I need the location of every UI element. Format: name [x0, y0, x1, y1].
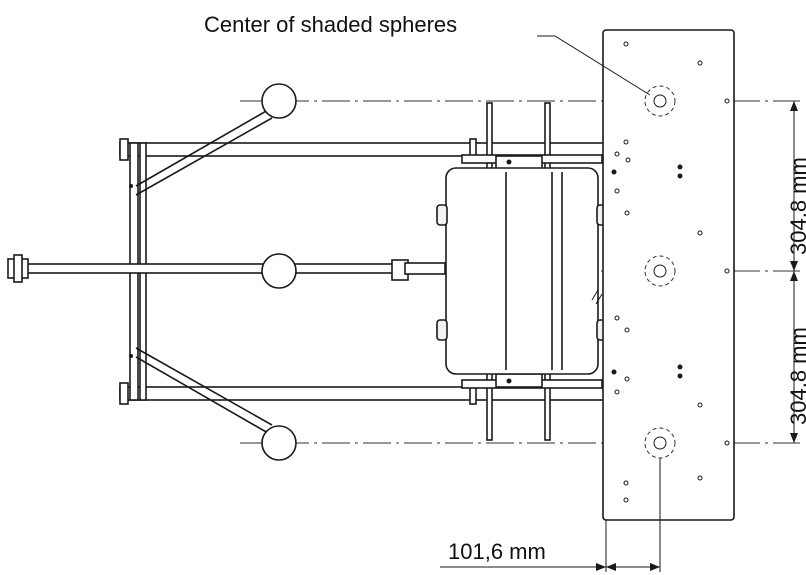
vertical-dimension — [790, 101, 798, 443]
mounting-plate — [602, 29, 735, 521]
sphere-center-callout: Center of shaded spheres — [204, 12, 457, 37]
carriage-block — [436, 167, 607, 375]
sphere-center-leader — [537, 35, 651, 96]
plate-holes — [611, 41, 730, 503]
dimension-horizontal-label: 101,6 mm — [448, 539, 546, 564]
dimension-lower-label: 304,8 mm — [786, 327, 806, 425]
horizontal-dimension — [440, 458, 661, 572]
dimension-upper-label: 304,8 mm — [786, 157, 806, 255]
center-shaft — [7, 254, 447, 283]
sphere-arms — [135, 109, 273, 434]
arm-spheres — [261, 83, 297, 461]
